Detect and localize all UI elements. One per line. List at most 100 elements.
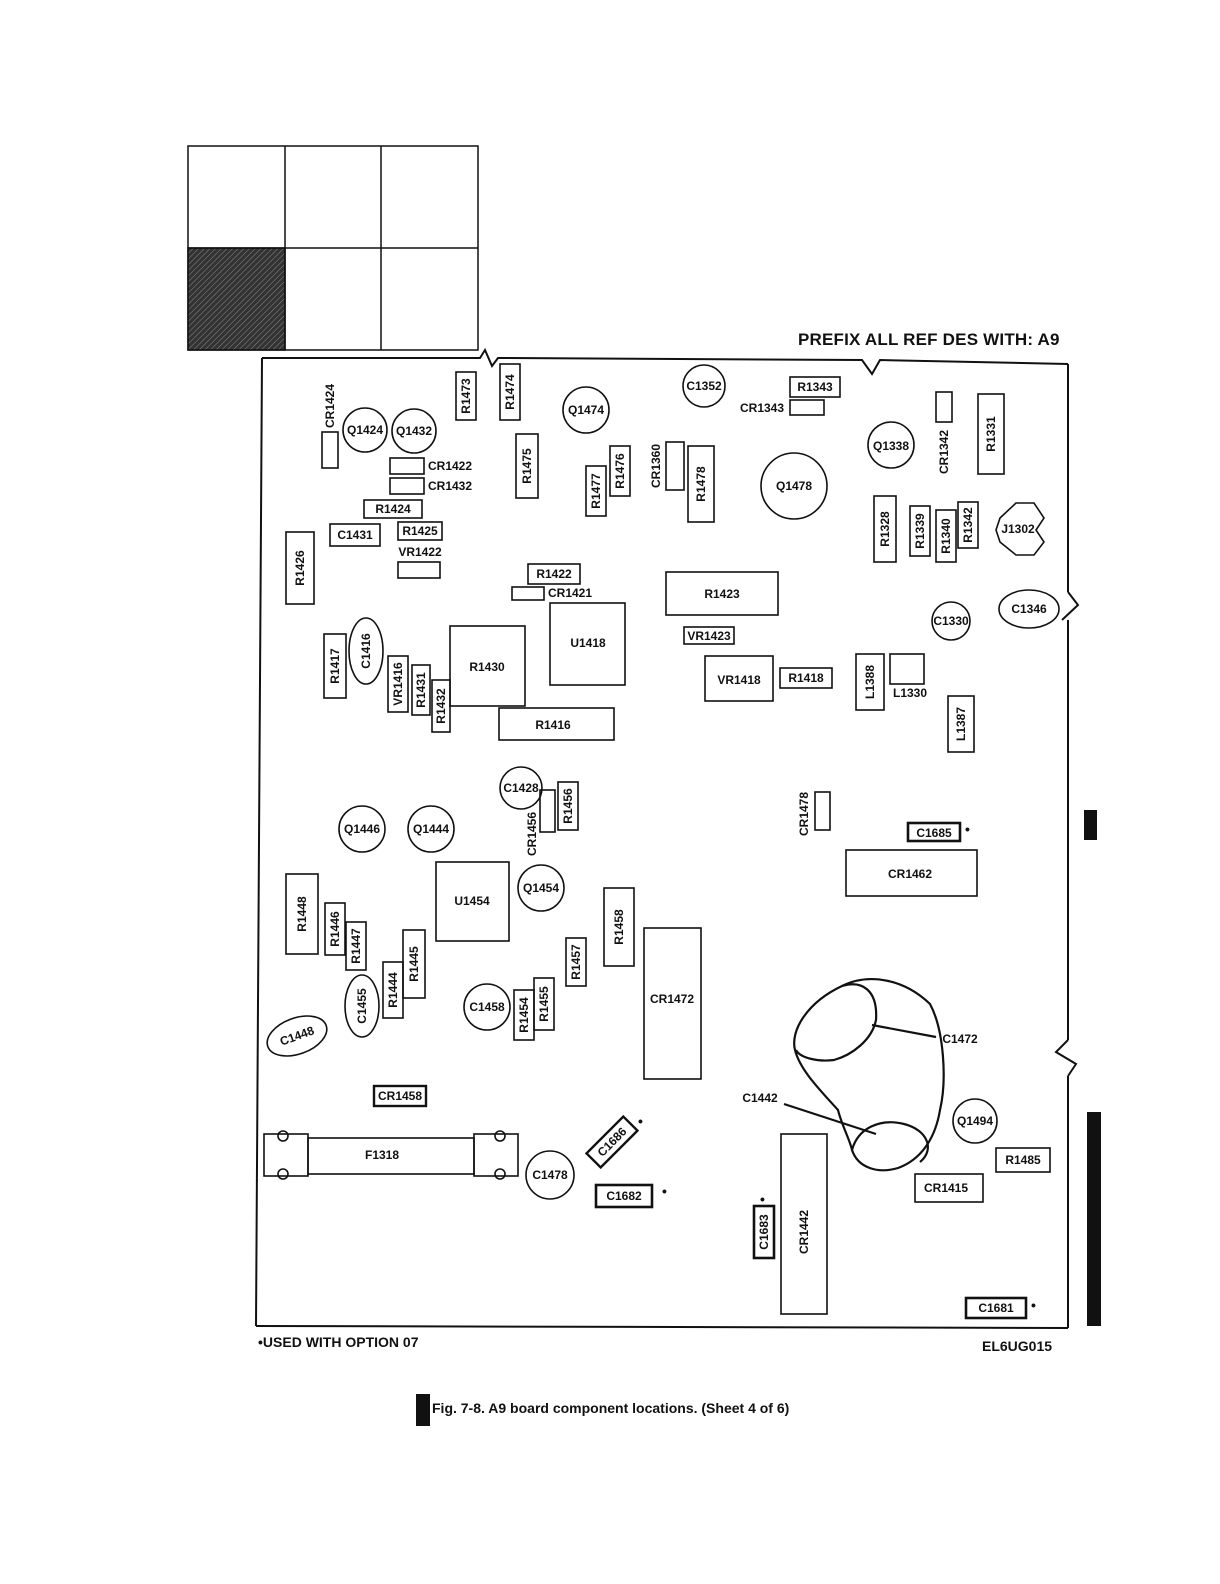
- vr1422-body: [397, 561, 441, 579]
- r1473-outline: [455, 371, 477, 421]
- c1416-label: C1416: [359, 633, 373, 669]
- c1431-outline: [329, 523, 381, 547]
- caption-revision-bar: [416, 1394, 430, 1426]
- cr1472-label: CR1472: [650, 992, 694, 1006]
- cr1462-label: CR1462: [888, 867, 932, 881]
- r1423-label: R1423: [704, 587, 740, 601]
- r1424-label: R1424: [375, 502, 411, 516]
- r1447-outline: [345, 921, 367, 971]
- q1454-outline: [517, 864, 565, 912]
- u1418-outline: [549, 602, 626, 686]
- c1683-outline: [752, 1204, 776, 1260]
- r1454-label: R1454: [517, 997, 531, 1033]
- r1431-label: R1431: [414, 672, 428, 708]
- q1474-label: Q1474: [568, 403, 604, 417]
- q1494-outline: [952, 1098, 998, 1144]
- revision-bar-upper: [1084, 810, 1097, 840]
- vr1418-outline: [704, 655, 774, 702]
- r1418-outline: [779, 667, 833, 689]
- c1478-label: C1478: [532, 1168, 568, 1182]
- figure-caption: Fig. 7-8. A9 board component locations. …: [432, 1400, 790, 1416]
- u1454-label: U1454: [454, 894, 490, 908]
- q1478-outline: [760, 452, 828, 520]
- revision-bar-lower: [1087, 1112, 1101, 1326]
- cr1421-label: CR1421: [548, 586, 592, 600]
- l1388-outline: [855, 653, 885, 711]
- r1422-label: R1422: [536, 567, 572, 581]
- c1428-outline: [499, 766, 543, 810]
- vr1416-outline: [387, 655, 409, 713]
- r1425-label: R1425: [402, 524, 438, 538]
- cr1458-label: CR1458: [378, 1089, 422, 1103]
- cr1472-outline: [643, 927, 702, 1080]
- cr1456-label: CR1456: [525, 812, 539, 856]
- q1444-label: Q1444: [413, 822, 449, 836]
- cr1432-body: [389, 477, 425, 495]
- c1681-label: C1681: [978, 1301, 1014, 1315]
- sheet-locator-grid: [187, 145, 479, 351]
- c1682-label: C1682: [606, 1189, 642, 1203]
- c1416-outline: [348, 617, 384, 685]
- r1328-outline: [873, 495, 897, 563]
- c1455-outline: [344, 974, 380, 1038]
- r1478-outline: [687, 445, 715, 523]
- r1456-label: R1456: [561, 788, 575, 824]
- r1339-outline: [909, 505, 931, 557]
- q1474-outline: [562, 386, 610, 434]
- r1331-outline: [977, 393, 1005, 475]
- drawing-number: EL6UG015: [982, 1338, 1053, 1354]
- c1686-label: C1686: [595, 1124, 630, 1159]
- cr1442-label: CR1442: [797, 1210, 811, 1254]
- locator-highlight-cell: [187, 247, 286, 351]
- r1417-outline: [323, 633, 347, 699]
- cr1343-label: CR1343: [740, 401, 784, 415]
- c1685-outline: [906, 821, 962, 843]
- r1416-label: R1416: [535, 718, 571, 732]
- r1455-outline: [533, 977, 555, 1031]
- cr1422-body: [389, 457, 425, 475]
- r1331-label: R1331: [984, 416, 998, 452]
- r1456-outline: [557, 781, 579, 831]
- cr1360-body: [665, 441, 685, 491]
- c1428-label: C1428: [503, 781, 539, 795]
- c1681-option-dot: •: [1031, 1297, 1036, 1313]
- c1442-label: C1442: [742, 1091, 778, 1105]
- c1478-outline: [525, 1150, 575, 1200]
- q1338-label: Q1338: [873, 439, 909, 453]
- q1424-outline: [342, 407, 388, 453]
- c1472-label: C1472: [942, 1032, 978, 1046]
- r1475-outline: [515, 433, 539, 499]
- r1343-outline: [789, 376, 841, 398]
- r1340-label: R1340: [939, 518, 953, 554]
- r1477-outline: [585, 465, 607, 517]
- r1328-label: R1328: [878, 511, 892, 547]
- q1478-label: Q1478: [776, 479, 812, 493]
- r1426-label: R1426: [293, 550, 307, 586]
- r1457-label: R1457: [569, 944, 583, 980]
- l1330-body: [889, 653, 925, 685]
- c1455-label: C1455: [355, 988, 369, 1024]
- q1446-label: Q1446: [344, 822, 380, 836]
- q1338-outline: [867, 421, 915, 469]
- cr1478-label: CR1478: [797, 792, 811, 836]
- r1423-outline: [665, 571, 779, 616]
- vr1422-label: VR1422: [398, 545, 442, 559]
- r1448-outline: [285, 873, 319, 955]
- r1425-outline: [397, 521, 443, 541]
- l1387-outline: [947, 695, 975, 753]
- vr1416-label: VR1416: [391, 662, 405, 706]
- cr1343-outline: [789, 399, 825, 416]
- cr1424-body: [321, 431, 339, 469]
- r1477-label: R1477: [589, 473, 603, 509]
- cr1415-label: CR1415: [924, 1181, 968, 1195]
- j1302-label: J1302: [1001, 522, 1035, 536]
- ref-des-prefix-note: PREFIX ALL REF DES WITH: A9: [798, 330, 1060, 349]
- c1685-label: C1685: [916, 826, 952, 840]
- cr1456-body: [539, 789, 556, 833]
- board-outline: [255, 347, 1080, 1329]
- q1432-outline: [391, 408, 437, 454]
- r1458-label: R1458: [612, 909, 626, 945]
- cr1462-outline: [845, 849, 978, 897]
- r1342-label: R1342: [961, 507, 975, 543]
- r1430-outline: [449, 625, 526, 707]
